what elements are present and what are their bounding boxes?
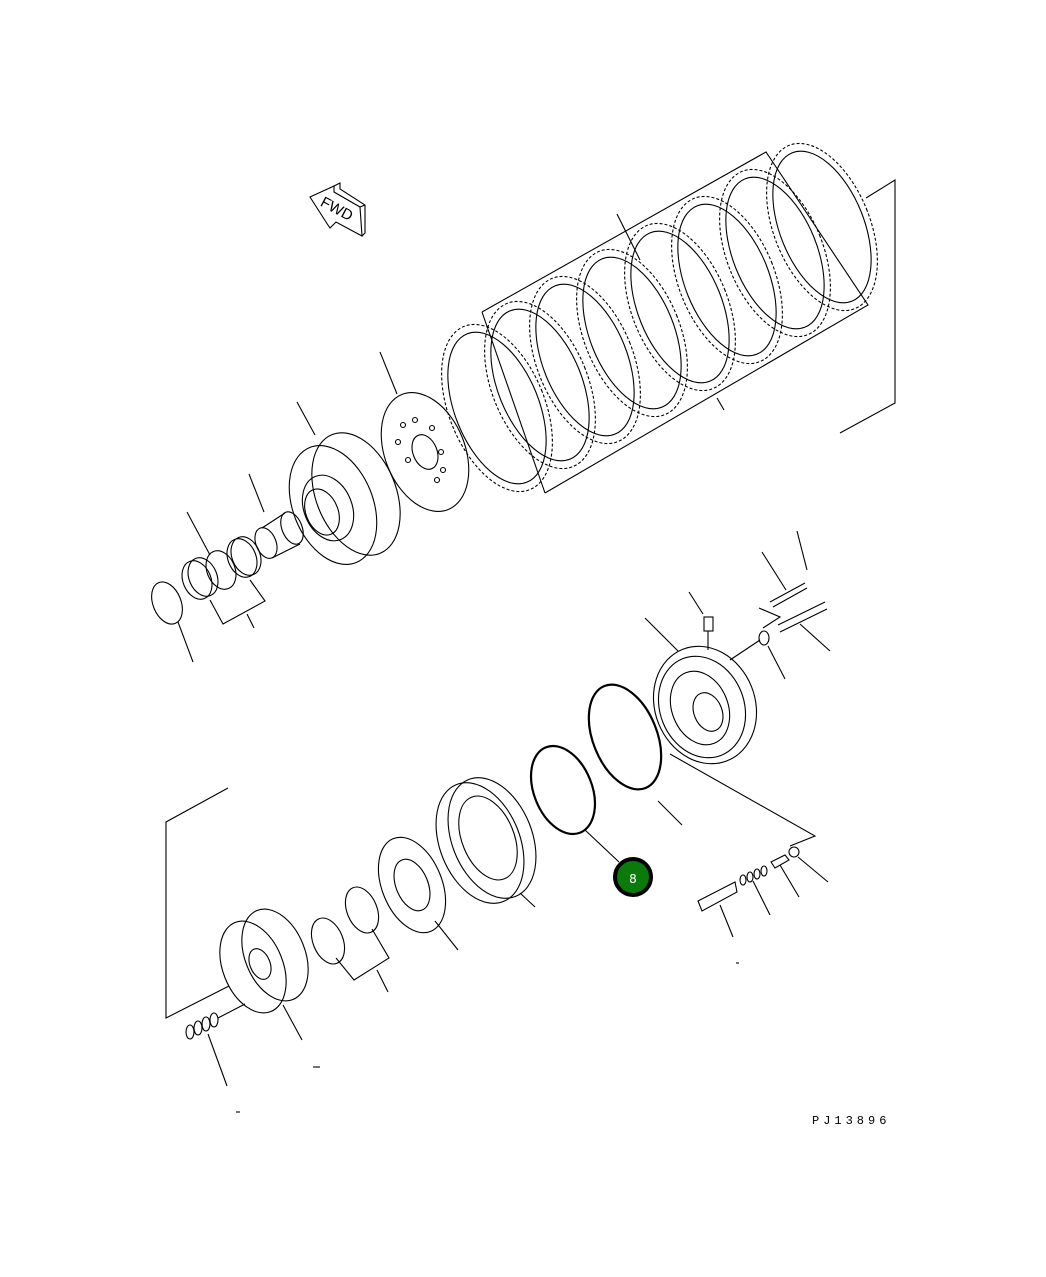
retainer <box>788 846 829 883</box>
washer <box>758 630 786 680</box>
bearing <box>181 511 266 629</box>
seal-rings-pair <box>205 536 262 590</box>
callout-badge-8[interactable]: 8 <box>613 857 653 897</box>
thrust-plate <box>377 836 459 951</box>
piston <box>435 777 537 908</box>
seal-ring-large <box>587 683 683 826</box>
cover-housing <box>644 617 817 847</box>
o-rings-pair <box>310 886 390 993</box>
valve-pin <box>697 881 738 938</box>
drawing-code: PJ13896 <box>812 1114 891 1128</box>
valve-spring <box>739 865 771 916</box>
fwd-arrow-icon: FWD <box>309 182 366 237</box>
seal-ring-small <box>529 744 620 863</box>
clutch-disc-pack <box>441 142 896 494</box>
valve-plug <box>770 854 800 898</box>
end-plate <box>379 351 470 512</box>
callout-number: 8 <box>629 872 637 886</box>
snap-ring <box>151 581 194 663</box>
carrier-gear <box>165 787 309 1041</box>
plug <box>688 591 714 650</box>
spring <box>185 1003 246 1087</box>
bolt <box>758 530 808 629</box>
bolt-long <box>777 601 831 652</box>
fwd-label: FWD <box>318 194 356 225</box>
clutch-hub <box>288 401 401 565</box>
